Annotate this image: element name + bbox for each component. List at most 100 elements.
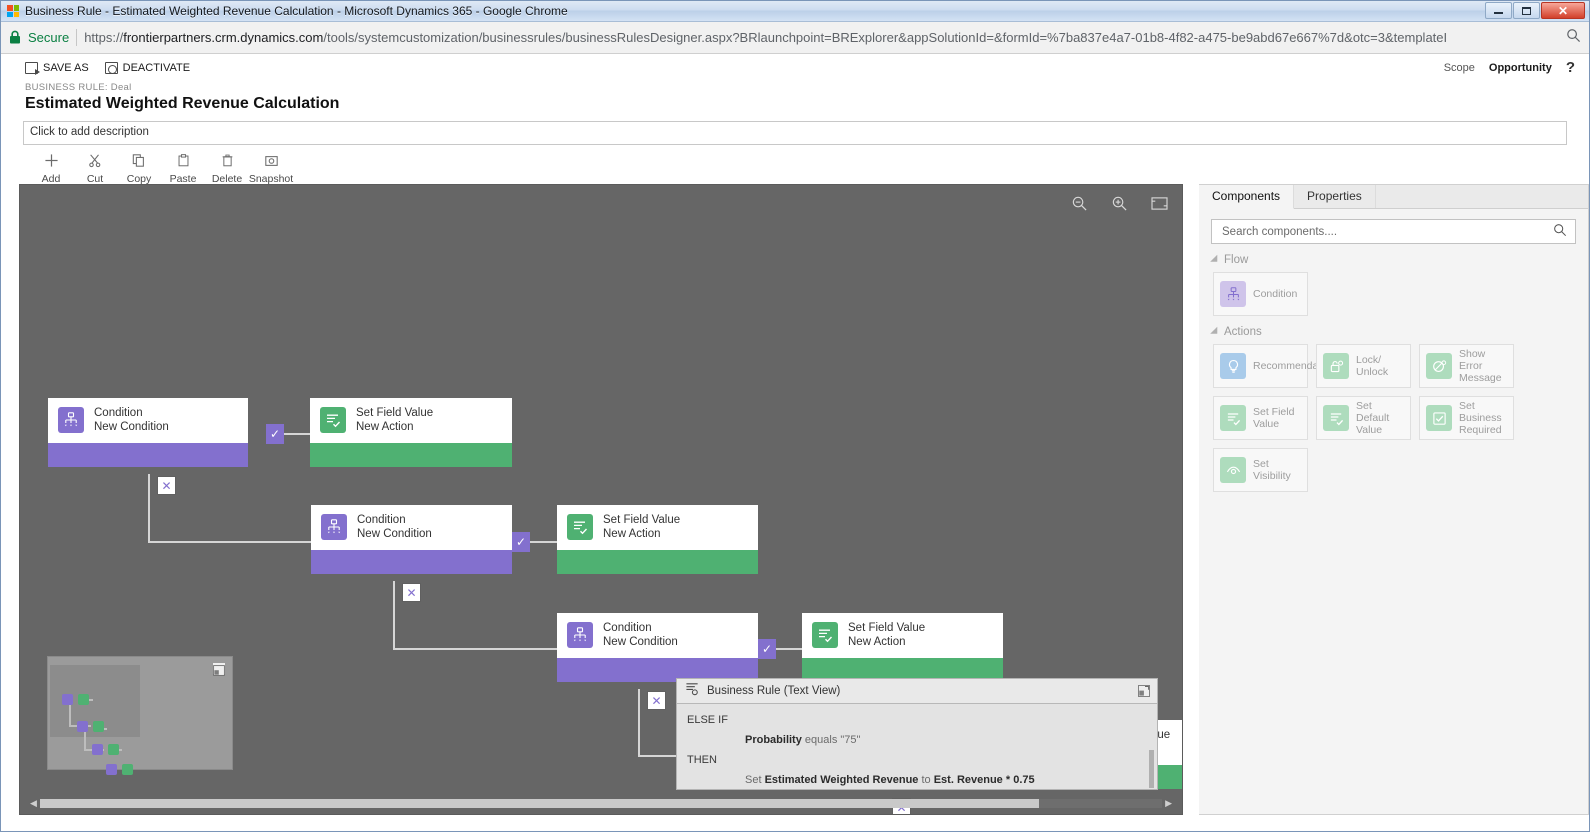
text-view-body[interactable]: ELSE IF Probability equals "75" THEN Set… (677, 704, 1157, 791)
toolbar-delete-button[interactable]: Delete (205, 153, 249, 185)
component-set-visibility[interactable]: Set Visibility (1213, 448, 1308, 492)
flow-node-action-2[interactable]: Set Field Value New Action (557, 505, 758, 574)
search-input[interactable] (1220, 224, 1553, 239)
component-recommendation[interactable]: Recommendation (1213, 344, 1335, 388)
maximize-button[interactable] (1513, 2, 1540, 19)
text-view-statement: Probability equals "75" (745, 734, 861, 746)
text-view-scrollbar[interactable] (1149, 750, 1154, 788)
toolbar-paste-button[interactable]: Paste (161, 153, 205, 185)
flow-node-action-1[interactable]: Set Field Value New Action (310, 398, 512, 467)
flow-node-action-3[interactable]: Set Field Value New Action (802, 613, 1003, 682)
url-text[interactable]: https://frontierpartners.crm.dynamics.co… (84, 30, 1448, 45)
node-card[interactable]: Set Field Value New Action (802, 613, 1003, 658)
toolbar-paste-label: Paste (169, 173, 197, 185)
toolbar-copy-button[interactable]: Copy (117, 153, 161, 185)
rule-canvas[interactable]: Condition New Condition ✓ ✕ Set Field Va… (19, 184, 1183, 815)
minimap-action-icon (93, 721, 104, 732)
fit-to-screen-icon[interactable] (1150, 194, 1168, 212)
save-as-button[interactable]: SAVE AS (25, 62, 89, 75)
help-icon[interactable]: ? (1565, 59, 1575, 76)
component-lock-unlock[interactable]: Lock/ Unlock (1316, 344, 1411, 388)
component-set-field-value[interactable]: Set Field Value (1213, 396, 1308, 440)
false-branch-chip-2[interactable]: ✕ (403, 584, 420, 601)
zoom-in-icon[interactable] (1110, 194, 1128, 212)
node-card[interactable]: Condition New Condition (557, 613, 758, 658)
copy-icon (132, 153, 146, 168)
canvas-minimap[interactable] (47, 656, 233, 775)
node-type-label: Set Field Value (848, 622, 926, 634)
flow-node-condition-2[interactable]: Condition New Condition (311, 505, 512, 574)
scrollbar-thumb[interactable] (39, 798, 1039, 808)
connector (266, 433, 310, 435)
node-card[interactable]: Condition New Condition (311, 505, 512, 550)
minimap-connector (69, 705, 71, 727)
windows-logo-icon (7, 5, 19, 17)
node-labels: Set Field Value New Action (603, 513, 680, 542)
node-card[interactable]: Set Field Value New Action (310, 398, 512, 443)
component-condition[interactable]: Condition (1213, 272, 1308, 316)
camera-icon (264, 153, 279, 168)
component-set-default-value[interactable]: Set Default Value (1316, 396, 1411, 440)
group-label: Flow (1224, 254, 1249, 266)
search-icon[interactable] (1566, 28, 1581, 47)
component-label: Set Field Value (1253, 405, 1295, 430)
tab-components[interactable]: Components (1199, 185, 1295, 209)
true-branch-chip-3[interactable]: ✓ (758, 639, 776, 659)
deactivate-button[interactable]: DEACTIVATE (104, 62, 190, 74)
true-branch-chip-2[interactable]: ✓ (512, 532, 530, 552)
toolbar-add-label: Add (41, 173, 61, 185)
false-branch-chip-3[interactable]: ✕ (648, 692, 665, 709)
false-branch-chip-1[interactable]: ✕ (158, 477, 175, 494)
node-card[interactable]: Condition New Condition (48, 398, 248, 443)
eye-icon (1220, 457, 1246, 483)
toolbar-cut-button[interactable]: Cut (73, 153, 117, 185)
title-bar: Business Rule - Estimated Weighted Reven… (1, 1, 1589, 22)
checkbox-icon (1426, 405, 1452, 431)
node-name-label: New Action (603, 528, 661, 541)
toolbar-snapshot-button[interactable]: Snapshot (249, 153, 293, 185)
node-type-label: Set Field Value (356, 407, 434, 419)
true-branch-chip-1[interactable]: ✓ (266, 424, 284, 444)
address-divider (76, 29, 78, 46)
trash-icon (221, 153, 234, 168)
node-footer (311, 549, 512, 574)
connector (512, 541, 557, 543)
description-input[interactable]: Click to add description (23, 121, 1567, 145)
search-icon[interactable] (1553, 223, 1567, 240)
tab-properties[interactable]: Properties (1294, 185, 1376, 208)
component-show-error-message[interactable]: Show Error Message (1419, 344, 1514, 388)
rule-header: BUSINESS RULE: Deal Estimated Weighted R… (1, 78, 1589, 113)
scrollbar-track[interactable] (39, 798, 1163, 808)
toolbar-cut-label: Cut (86, 173, 104, 185)
node-footer (802, 657, 1003, 682)
minimize-button[interactable] (1485, 2, 1512, 19)
close-button[interactable]: ✕ (1541, 2, 1585, 19)
scroll-left-arrow[interactable]: ◀ (30, 797, 37, 808)
flow-node-condition-1[interactable]: Condition New Condition (48, 398, 248, 467)
scroll-right-arrow[interactable]: ▶ (1165, 797, 1172, 808)
lock-icon (9, 30, 21, 46)
scope-value[interactable]: Opportunity (1488, 61, 1552, 74)
node-type-label: Condition (357, 514, 406, 526)
node-labels: Condition New Condition (94, 406, 169, 435)
expand-minimap-icon[interactable] (212, 662, 226, 676)
search-components-box[interactable] (1211, 219, 1576, 244)
group-header-flow[interactable]: Flow (1199, 244, 1588, 270)
component-set-business-required[interactable]: Set Business Required (1419, 396, 1514, 440)
scissors-icon (88, 153, 102, 168)
canvas-horizontal-scrollbar[interactable]: ◀ ▶ (30, 798, 1172, 808)
toolbar-add-button[interactable]: Add (29, 153, 73, 185)
node-card[interactable]: Set Field Value New Action (557, 505, 758, 550)
minimap-action-icon (122, 764, 133, 775)
zoom-out-icon[interactable] (1070, 194, 1088, 212)
node-name-label: New Action (848, 636, 906, 649)
flow-components-grid: Condition (1199, 270, 1523, 316)
connector (638, 689, 640, 756)
node-footer (48, 442, 248, 467)
business-rule-text-view: Business Rule (Text View) ELSE IF Probab… (676, 678, 1158, 790)
page-title: Estimated Weighted Revenue Calculation (25, 95, 340, 112)
connector (758, 648, 802, 650)
flow-node-condition-3[interactable]: Condition New Condition (557, 613, 758, 682)
restore-icon[interactable] (1138, 684, 1150, 697)
group-header-actions[interactable]: Actions (1199, 316, 1588, 342)
